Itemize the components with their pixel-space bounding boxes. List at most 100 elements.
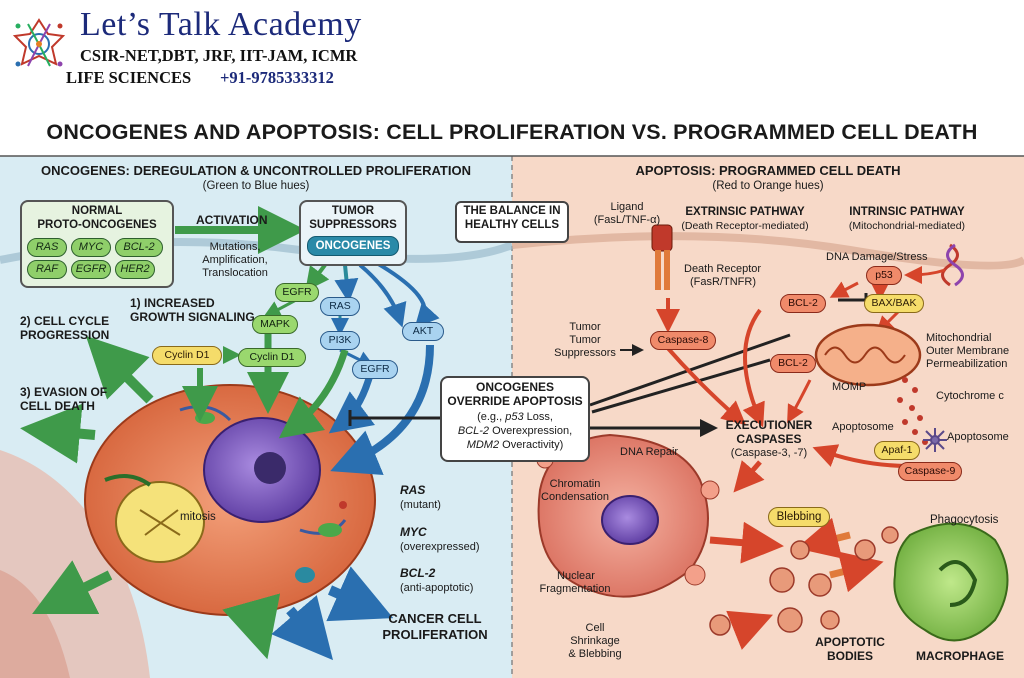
- dna-repair-label: DNA Repair: [620, 446, 679, 458]
- node-bax-bak: BAX/BAK: [864, 294, 924, 313]
- shrinkage-label: Cell: [585, 622, 605, 634]
- ligand-label: Ligand: [610, 201, 644, 213]
- right-panel-subheading: (Red to Orange hues): [712, 180, 824, 192]
- node-bcl2-a: BCL-2: [780, 294, 826, 313]
- override-ex-p53: p53: [505, 411, 524, 423]
- apoptosome-label-b: Apoptosome: [947, 431, 1009, 443]
- node-bcl2-b: BCL-2: [770, 354, 816, 373]
- macrophage-label: MACROPHAGE: [915, 649, 1004, 663]
- legend-myc: MYC: [400, 525, 427, 539]
- balance-box: [455, 201, 569, 243]
- academy-name: Let’s Talk Academy: [80, 6, 362, 43]
- activation-label: ACTIVATION: [196, 213, 268, 227]
- momp-label-3: Permeabilization: [926, 358, 1008, 370]
- node-mapk: MAPK: [252, 315, 298, 334]
- tumor-suppressors-label: TUMOR: [331, 205, 375, 217]
- activation-detail-3: Translocation: [202, 267, 268, 279]
- subject-label: LIFE SCIENCES: [66, 68, 192, 87]
- normal-box-title-2: PROTO-ONCOGENES: [37, 219, 157, 231]
- gene-raf: RAF: [27, 260, 67, 279]
- legend-myc-detail: (overexpressed): [400, 541, 480, 553]
- cancer-proliferation-label-2: PROLIFERATION: [382, 627, 488, 642]
- extrinsic-label: EXTRINSIC PATHWAY: [685, 206, 805, 218]
- normal-box-title: NORMAL: [71, 205, 123, 217]
- executioner-label: EXECUTIONER: [725, 418, 813, 432]
- nuclear-label: Nuclear: [557, 570, 595, 582]
- gene-bcl2: BCL-2: [115, 238, 163, 257]
- logo: [8, 14, 70, 76]
- intrinsic-label: INTRINSIC PATHWAY: [849, 206, 965, 218]
- override-ex-bcl2: BCL-2: [457, 425, 490, 437]
- gene-myc: MYC: [71, 238, 111, 257]
- override-box: [440, 376, 590, 462]
- cytochrome-label: Cytochrome c: [936, 390, 1004, 402]
- tumor-suppressors-r: Tumor: [569, 321, 601, 333]
- gene-her2: HER2: [115, 260, 155, 279]
- override-examples-3: MDM2 Overactivity): [440, 439, 590, 452]
- activation-detail-2: Amplification,: [202, 254, 268, 266]
- override-ex-bcl2-post: Overexpression,: [489, 425, 573, 437]
- chromatin-label-2: Condensation: [541, 491, 609, 503]
- logo-emblem-icon: [12, 18, 66, 67]
- apoptotic-bodies-label-2: BODIES: [826, 649, 873, 663]
- executioner-detail: (Caspase-3, -7): [730, 447, 808, 459]
- cell-cycle-label-2: PROGRESSION: [20, 328, 110, 342]
- left-panel-heading: ONCOGENES: DEREGULATION & UNCONTROLLED P…: [41, 163, 471, 178]
- balance-label-2: HEALTHY CELLS: [464, 219, 560, 231]
- apoptosome-icon: [923, 428, 947, 452]
- balance-label: THE BALANCE IN: [463, 205, 561, 217]
- extrinsic-detail: (Death Receptor-mediated): [681, 220, 809, 232]
- gene-egfr: EGFR: [71, 260, 111, 279]
- growth-signaling-label: 1) INCREASED: [130, 296, 215, 310]
- node-egfr: EGFR: [275, 283, 319, 302]
- gene-ras: RAS: [27, 238, 67, 257]
- node-cyclin-d1-2: Cyclin D1: [238, 348, 306, 367]
- page-title: ONCOGENES AND APOPTOSIS: CELL PROLIFERAT…: [46, 120, 978, 144]
- intrinsic-detail: (Mitochondrial-mediated): [848, 220, 966, 232]
- apoptosome-label-a: Apoptosome: [832, 421, 894, 433]
- oncogenes-badge: ONCOGENES: [307, 236, 399, 256]
- phone-number: +91-9785333312: [220, 68, 334, 87]
- mitosis-label: mitosis: [180, 511, 216, 523]
- legend-bcl2: BCL-2: [400, 566, 436, 580]
- node-cyclin-d1: Cyclin D1: [152, 346, 222, 365]
- right-panel-heading: APOPTOSIS: PROGRAMMED CELL DEATH: [635, 163, 901, 178]
- growth-signaling-label-2: GROWTH SIGNALING: [130, 310, 255, 324]
- exam-list: CSIR-NET,DBT, JRF, IIT-JAM, ICMR: [80, 46, 358, 65]
- dna-damage-label: DNA Damage/Stress: [826, 251, 928, 263]
- override-ex-pre: (e.g.,: [477, 411, 506, 423]
- node-apaf-1: Apaf-1: [874, 441, 920, 460]
- override-ex-post: Loss,: [523, 411, 553, 423]
- node-akt: AKT: [402, 322, 444, 341]
- activation-detail-1: Mutations,: [209, 241, 261, 253]
- shrinkage-label-2: Shrinkage: [570, 635, 620, 647]
- tumor-suppressors-r-3: Suppressors: [554, 347, 616, 359]
- apoptotic-bodies-icon: [709, 526, 899, 636]
- override-title: ONCOGENES: [475, 380, 554, 394]
- node-caspase-8: Caspase-8: [650, 331, 716, 350]
- executioner-label-2: CASPASES: [736, 432, 802, 446]
- node-pi3k: PI3K: [320, 331, 360, 350]
- legend-ras-detail: (mutant): [400, 499, 441, 511]
- legend-ras: RAS: [400, 483, 426, 497]
- override-examples-2: BCL-2 Overexpression,: [440, 425, 590, 438]
- node-ras: RAS: [320, 297, 360, 316]
- cancer-proliferation-label: CANCER CELL: [388, 611, 482, 626]
- cell-cycle-label: 2) CELL CYCLE: [20, 314, 110, 328]
- tumor-suppressors-label-2: SUPPRESSORS: [309, 219, 397, 231]
- momp-label: Mitochondrial: [926, 332, 992, 344]
- death-receptor-label-2: (FasR/TNFR): [690, 276, 756, 288]
- override-ex-mdm2: MDM2: [466, 439, 500, 451]
- apoptotic-bodies-label: APOPTOTIC: [815, 635, 885, 649]
- node-caspase-9: Caspase-9: [898, 462, 962, 481]
- left-panel-subheading: (Green to Blue hues): [202, 180, 310, 192]
- legend-bcl2-detail: (anti-apoptotic): [400, 582, 474, 594]
- blebbing-badge: Blebbing: [768, 507, 830, 527]
- momp-short-label: MOMP: [832, 381, 867, 393]
- chromatin-label: Chromatin: [549, 478, 601, 490]
- evasion-label: 3) EVASION OF: [20, 385, 108, 399]
- phagocytosis-label: Phagocytosis: [930, 514, 999, 526]
- node-p53: p53: [866, 266, 902, 285]
- mitochondrion-icon: [814, 323, 922, 387]
- nuclear-label-2: Fragmentation: [539, 583, 611, 595]
